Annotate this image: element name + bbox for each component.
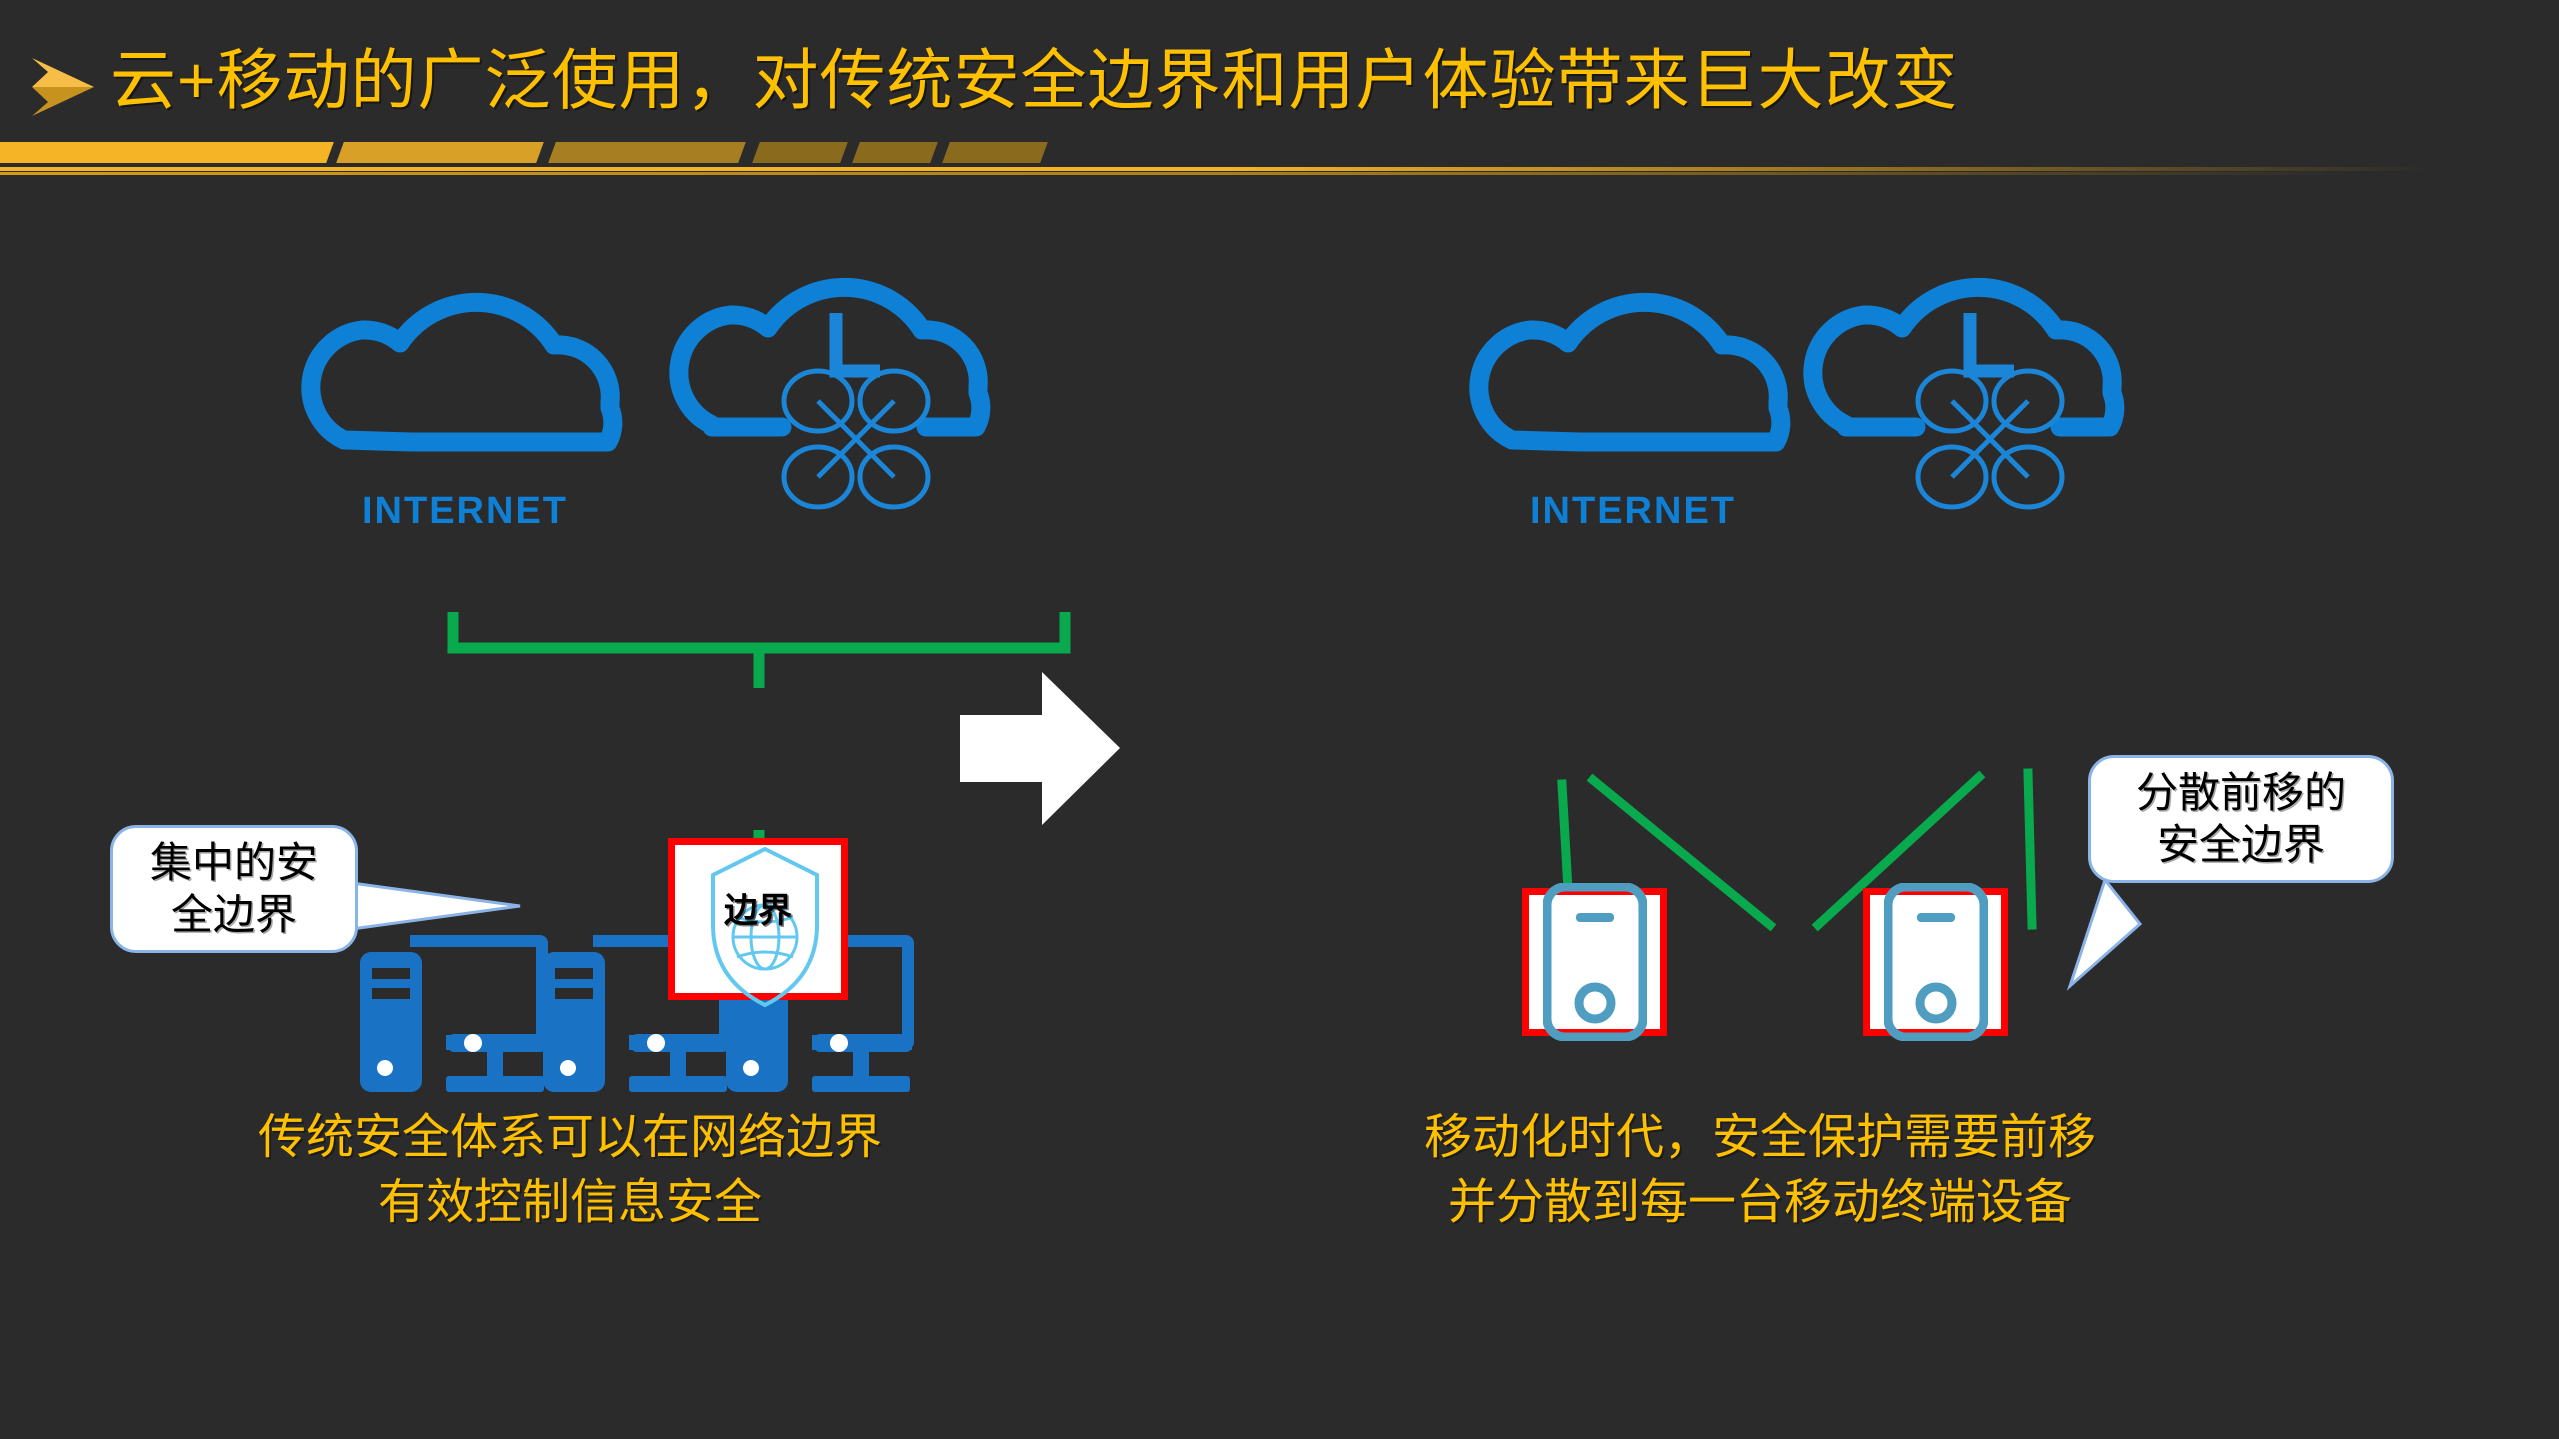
header-decoration-bar (0, 142, 2559, 176)
deco-segment (548, 142, 746, 163)
page-title: 云+移动的广泛使用，对传统安全边界和用户体验带来巨大改变 (110, 43, 1959, 117)
right-caption: 移动化时代，安全保护需要前移 并分散到每一台移动终端设备 (1370, 1106, 2150, 1236)
right-callout-line-1: 分散前移的 (2135, 768, 2346, 816)
right-caption-line-1: 移动化时代，安全保护需要前移 (1423, 1111, 2096, 1164)
right-arrow-icon (960, 672, 1120, 825)
left-caption-line-1: 传统安全体系可以在网络边界 (257, 1111, 882, 1164)
chevron-right-icon (32, 58, 94, 116)
deco-hairline-secondary (0, 172, 2559, 175)
right-drone-cloud-icon (1803, 277, 2125, 507)
mobile-phone-icon (1884, 883, 1988, 1041)
diagram-canvas: INTERNET INTERNE (0, 277, 2143, 1092)
right-caption-line-2: 并分散到每一台移动终端设备 (1447, 1175, 2072, 1229)
left-callout-line-1: 集中的安 (149, 838, 318, 886)
right-callout-tail (2066, 876, 2143, 991)
right-callout-line-2: 安全边界 (2156, 821, 2325, 868)
left-caption-line-2: 有效控制信息安全 (377, 1175, 762, 1229)
left-drone-cloud-icon (669, 277, 991, 507)
deco-segment (752, 142, 848, 163)
left-internet-cloud-icon (311, 302, 613, 442)
left-callout[interactable]: 集中的安 全边界 (110, 825, 358, 953)
right-endpoint-box-2[interactable] (1863, 888, 2008, 1036)
deco-segment (942, 142, 1048, 163)
deco-segment (852, 142, 938, 163)
left-callout-tail (328, 878, 521, 934)
right-internet-cloud-label: INTERNET (1530, 490, 1736, 532)
left-callout-line-2: 全边界 (170, 891, 297, 938)
left-endpoint-pc-1 (360, 935, 548, 1092)
deco-hairline (0, 167, 2559, 171)
left-internet-cloud-label: INTERNET (362, 490, 568, 532)
left-boundary-box[interactable]: 边界 (668, 838, 848, 1007)
right-callout[interactable]: 分散前移的 安全边界 (2088, 755, 2394, 883)
deco-segment (336, 142, 544, 163)
left-caption: 传统安全体系可以在网络边界 有效控制信息安全 (180, 1106, 960, 1236)
right-internet-cloud-icon (1479, 302, 1781, 442)
mobile-phone-icon (1543, 883, 1647, 1041)
deco-segment (0, 142, 334, 163)
right-endpoint-box-1[interactable] (1522, 888, 1667, 1036)
slide-header: 云+移动的广泛使用，对传统安全边界和用户体验带来巨大改变 (0, 18, 2559, 128)
left-boundary-label: 边界 (724, 892, 792, 930)
